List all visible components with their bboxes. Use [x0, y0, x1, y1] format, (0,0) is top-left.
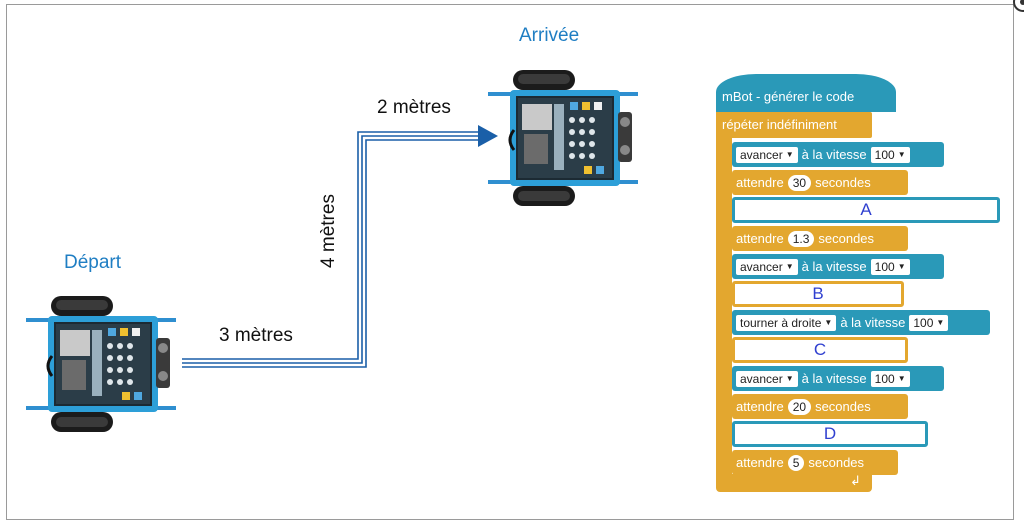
action-dropdown[interactable]: avancer▼	[736, 146, 798, 163]
empty-slot-b[interactable]: B	[732, 281, 904, 307]
slot-letter-d: D	[823, 424, 837, 443]
wait-suffix: secondes	[815, 175, 871, 190]
slot-letter-c: C	[813, 340, 827, 359]
action-dropdown[interactable]: tourner à droite▼	[736, 314, 837, 331]
robot-depart	[24, 294, 178, 434]
slot-letter-a: A	[860, 200, 872, 219]
loop-return-icon: ↲	[850, 473, 861, 488]
distance-3m-label: 3 mètres	[219, 325, 293, 346]
loop-arm	[716, 112, 732, 480]
speed-dropdown[interactable]: 100▼	[870, 258, 910, 275]
empty-slot-d[interactable]: D	[732, 421, 928, 447]
loop-bottom	[716, 474, 872, 492]
speed-text: à la vitesse	[801, 147, 867, 162]
close-icon[interactable]	[1013, 0, 1024, 12]
wait-prefix: attendre	[736, 455, 784, 470]
hat-block[interactable]	[716, 74, 896, 112]
hat-block-label: mBot - générer le code	[722, 89, 855, 104]
empty-slot-a[interactable]: A	[732, 197, 1000, 223]
distance-2m-label: 2 mètres	[377, 97, 451, 118]
wait-prefix: attendre	[736, 399, 784, 414]
action-dropdown[interactable]: avancer▼	[736, 258, 798, 275]
wait-suffix: secondes	[818, 231, 875, 246]
motor-block-4[interactable]: avancer▼ à la vitesse 100▼	[732, 366, 944, 391]
arrivee-label: Arrivée	[519, 25, 580, 46]
action-dropdown[interactable]: avancer▼	[736, 370, 798, 387]
wait-prefix: attendre	[736, 175, 784, 190]
motor-block-3[interactable]: tourner à droite▼ à la vitesse 100▼	[732, 310, 990, 335]
arrow-head	[478, 125, 498, 147]
wait-suffix: secondes	[815, 399, 871, 414]
speed-text: à la vitesse	[801, 371, 867, 386]
wait-block-4[interactable]: attendre 5 secondes	[732, 450, 898, 475]
loop-block[interactable]: répéter indéfiniment	[716, 112, 872, 138]
wait-block-2[interactable]: attendre 1.3 secondes	[732, 226, 908, 251]
wait-value[interactable]: 1.3	[787, 230, 815, 247]
wait-value[interactable]: 20	[787, 398, 812, 415]
wait-value[interactable]: 5	[787, 454, 805, 471]
speed-text: à la vitesse	[840, 315, 906, 330]
distance-4m-label: 4 mètres	[317, 194, 339, 268]
speed-dropdown[interactable]: 100▼	[870, 370, 910, 387]
empty-slot-c[interactable]: C	[732, 337, 908, 363]
wait-block-3[interactable]: attendre 20 secondes	[732, 394, 908, 419]
wait-prefix: attendre	[736, 231, 784, 246]
loop-label: répéter indéfiniment	[722, 117, 837, 132]
motor-block-1[interactable]: avancer▼ à la vitesse 100▼	[732, 142, 944, 167]
speed-dropdown[interactable]: 100▼	[870, 146, 910, 163]
wait-value[interactable]: 30	[787, 174, 812, 191]
speed-dropdown[interactable]: 100▼	[909, 314, 949, 331]
path-lines	[182, 131, 480, 368]
wait-block-1[interactable]: attendre 30 secondes	[732, 170, 908, 195]
figure-frame	[6, 4, 1014, 520]
speed-text: à la vitesse	[801, 259, 867, 274]
depart-label: Départ	[64, 252, 122, 273]
robot-arrivee	[486, 68, 640, 208]
slot-letter-b: B	[812, 284, 824, 303]
motor-block-2[interactable]: avancer▼ à la vitesse 100▼	[732, 254, 944, 279]
wait-suffix: secondes	[808, 455, 865, 470]
